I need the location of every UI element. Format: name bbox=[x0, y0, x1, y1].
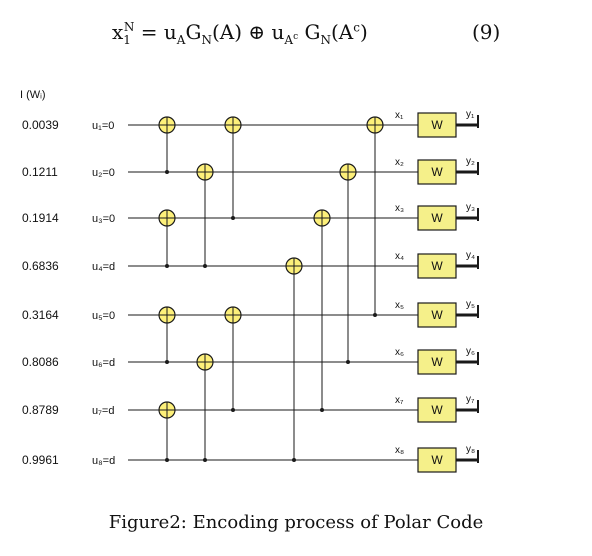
codeword-label: x₁ bbox=[395, 110, 404, 121]
channel-label: W bbox=[431, 355, 443, 369]
control-dot bbox=[373, 313, 377, 317]
output-label: y₅ bbox=[466, 299, 475, 310]
output-label: y₁ bbox=[466, 109, 475, 120]
equation-number: (9) bbox=[472, 20, 501, 44]
control-dot bbox=[231, 408, 235, 412]
control-dot bbox=[165, 360, 169, 364]
eq-g2: G bbox=[298, 20, 321, 44]
eq-u2: u bbox=[271, 20, 285, 44]
channel-label: W bbox=[431, 118, 443, 132]
channel-box bbox=[417, 205, 457, 231]
control-dot bbox=[320, 408, 324, 412]
codeword-label: x₄ bbox=[395, 251, 404, 262]
control-dot bbox=[165, 264, 169, 268]
eq-a2-open: (A bbox=[330, 20, 354, 44]
channel-box bbox=[417, 397, 457, 423]
capacity-value: 0.0039 bbox=[22, 118, 59, 132]
control-dot bbox=[346, 360, 350, 364]
eq-a2-sup: c bbox=[353, 20, 360, 35]
channel-label: W bbox=[431, 453, 443, 467]
output-label: y₂ bbox=[466, 156, 475, 167]
control-dot bbox=[203, 264, 207, 268]
capacity-value: 0.8086 bbox=[22, 355, 59, 369]
channel-box bbox=[417, 159, 457, 185]
eq-g: G bbox=[185, 20, 202, 44]
capacity-value: 0.8789 bbox=[22, 403, 59, 417]
input-label: u₅=0 bbox=[92, 310, 115, 322]
channel-box bbox=[417, 302, 457, 328]
codeword-label: x₂ bbox=[395, 157, 404, 168]
eq-x: x bbox=[112, 20, 124, 44]
eq-g2-sub: N bbox=[320, 33, 331, 47]
control-dot bbox=[231, 216, 235, 220]
channel-box bbox=[417, 349, 457, 375]
capacity-value: 0.3164 bbox=[22, 308, 59, 322]
eq-equals: = bbox=[134, 20, 164, 44]
channel-label: W bbox=[431, 403, 443, 417]
channel-label: W bbox=[431, 308, 443, 322]
output-label: y₃ bbox=[466, 202, 475, 213]
eq-u-sub: A bbox=[176, 33, 186, 47]
control-dot bbox=[292, 458, 296, 462]
equation-9: x1N = uAGN(A) ⊕ uAc GN(Ac) (9) bbox=[0, 14, 592, 54]
capacity-value: 0.1914 bbox=[22, 211, 59, 225]
eq-oplus: ⊕ bbox=[242, 20, 272, 44]
output-label: y₇ bbox=[466, 394, 475, 405]
polar-encoder-diagram: I (Wᵢ) 0.0039 u₁=0 x₁ Wy₁ 0.1211 u₂=0 x₂ Wy₂ 0.19… bbox=[20, 89, 479, 473]
codeword-label: x₅ bbox=[395, 300, 404, 311]
input-label: u₂=0 bbox=[92, 167, 115, 179]
input-label: u₃=0 bbox=[92, 213, 115, 225]
eq-a: (A) bbox=[211, 20, 243, 44]
input-label: u₆=d bbox=[92, 357, 115, 369]
eq-x-sup: N bbox=[123, 20, 135, 35]
eq-u2-sub-c: c bbox=[293, 32, 299, 42]
codeword-label: x₈ bbox=[395, 445, 404, 456]
figure-caption: Figure2: Encoding process of Polar Code bbox=[108, 512, 484, 533]
output-label: y₄ bbox=[466, 250, 475, 261]
equation-expression: x1N = uAGN(A) ⊕ uAc GN(Ac) bbox=[112, 20, 368, 47]
codeword-label: x₆ bbox=[395, 347, 404, 358]
codeword-label: x₇ bbox=[395, 395, 404, 406]
channel-label: W bbox=[431, 211, 443, 225]
capacity-value: 0.9961 bbox=[22, 453, 59, 467]
input-label: u₁=0 bbox=[92, 120, 114, 132]
eq-x-sub: 1 bbox=[123, 33, 131, 47]
output-label: y₈ bbox=[466, 444, 475, 455]
input-label: u₇=d bbox=[92, 405, 114, 417]
output-label: y₆ bbox=[466, 346, 475, 357]
control-dot bbox=[165, 458, 169, 462]
codeword-label: x₃ bbox=[395, 203, 404, 214]
eq-a2-close: ) bbox=[359, 20, 368, 44]
capacity-header: I (Wᵢ) bbox=[20, 89, 46, 101]
control-dot bbox=[165, 170, 169, 174]
eq-u2-sub: Ac bbox=[284, 32, 299, 47]
capacity-value: 0.6836 bbox=[22, 259, 59, 273]
input-label: u₄=d bbox=[92, 261, 115, 273]
input-label: u₈=d bbox=[92, 455, 115, 467]
eq-u2-sub-a: A bbox=[284, 33, 294, 47]
capacity-value: 0.1211 bbox=[22, 165, 58, 179]
eq-u: u bbox=[163, 20, 177, 44]
channel-label: W bbox=[431, 165, 443, 179]
eq-g-sub: N bbox=[201, 33, 212, 47]
channel-box bbox=[417, 112, 457, 138]
channel-label: W bbox=[431, 259, 443, 273]
control-dot bbox=[203, 458, 207, 462]
